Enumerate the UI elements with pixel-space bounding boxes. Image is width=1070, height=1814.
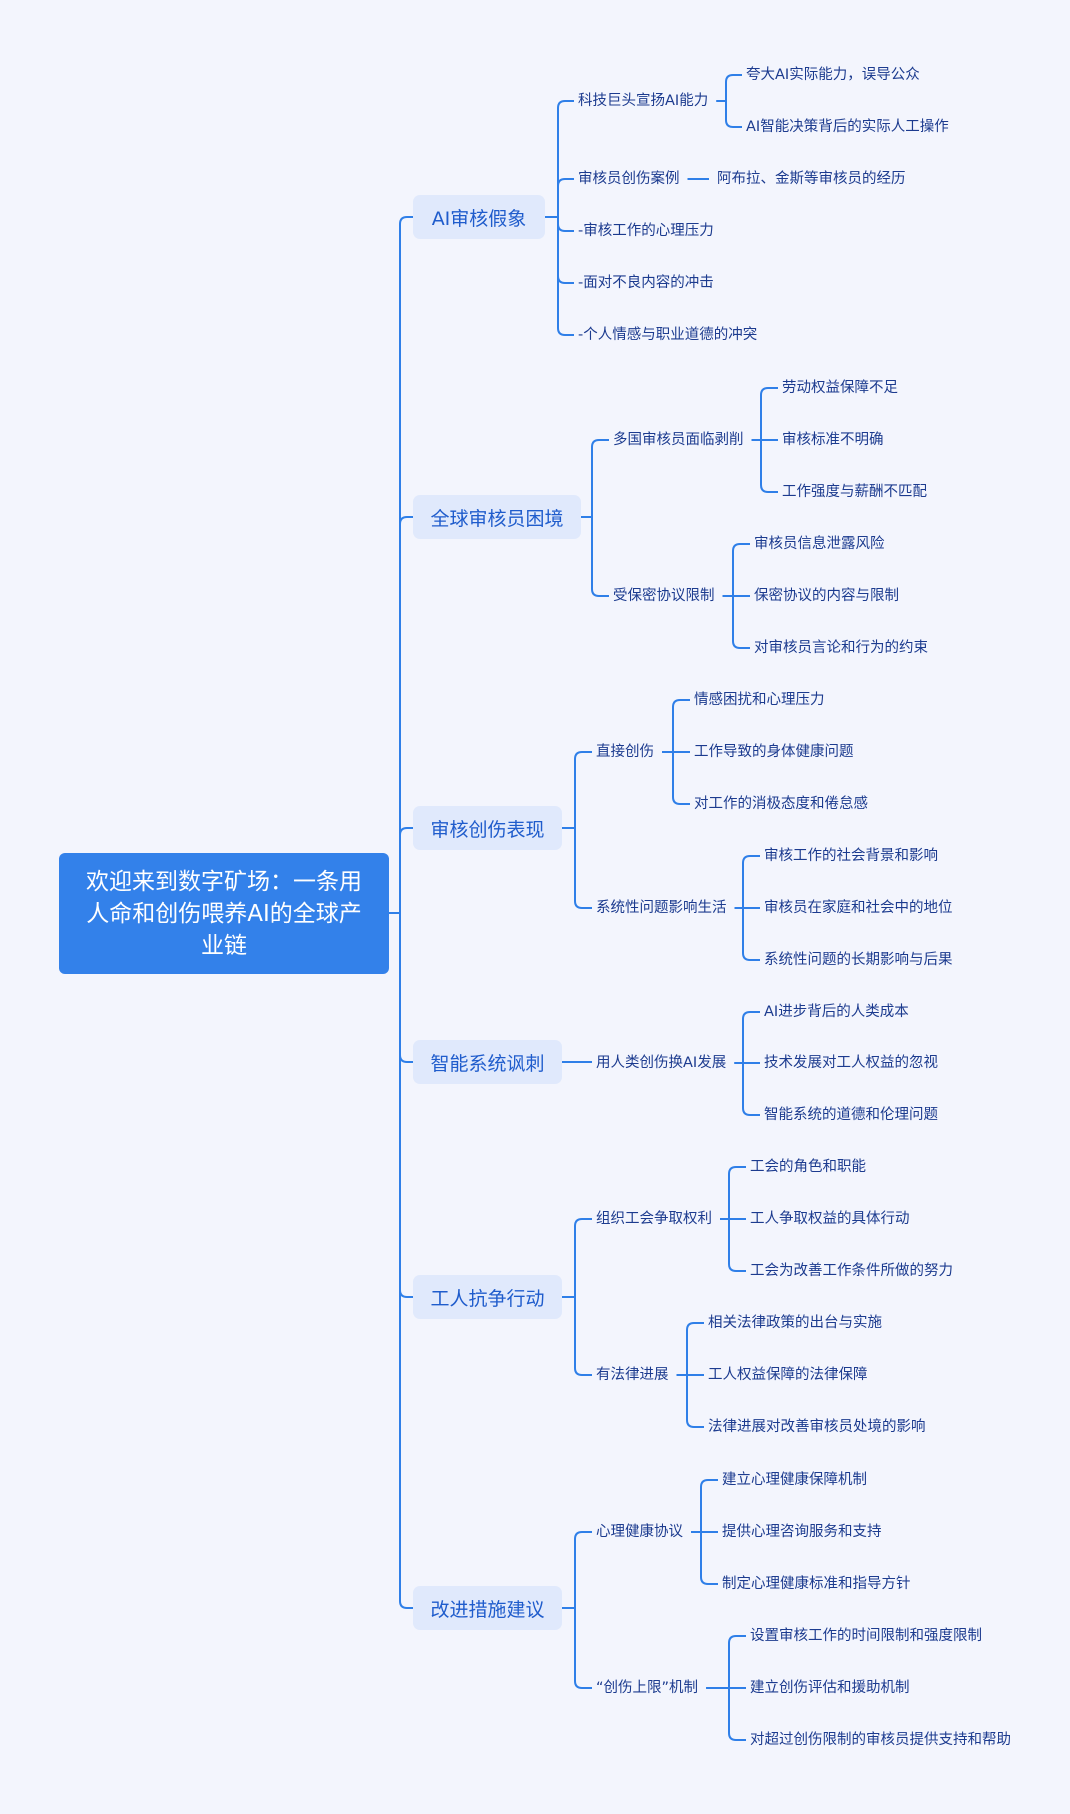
branch-topic[interactable]: 工人抗争行动	[413, 1275, 562, 1319]
leaf-topic[interactable]: 工作强度与薪酬不匹配	[782, 484, 927, 500]
subtopic[interactable]: 有法律进展	[596, 1367, 669, 1383]
leaf-topic[interactable]: 制定心理健康标准和指导方针	[722, 1576, 911, 1592]
branch-topic[interactable]: 智能系统讽刺	[413, 1040, 562, 1084]
leaf-topic[interactable]: AI智能决策背后的实际人工操作	[746, 119, 949, 135]
connector	[574, 1531, 592, 1608]
connector	[742, 855, 760, 908]
connector	[760, 440, 778, 493]
leaf-topic[interactable]: 设置审核工作的时间限制和强度限制	[750, 1628, 982, 1644]
subtopic[interactable]: 系统性问题影响生活	[596, 900, 727, 916]
leaf-topic[interactable]: 保密协议的内容与限制	[754, 588, 899, 604]
leaf-topic[interactable]: AI进步背后的人类成本	[764, 1004, 909, 1020]
leaf-topic[interactable]: 劳动权益保障不足	[782, 380, 898, 396]
subtopic[interactable]: 心理健康协议	[596, 1524, 683, 1540]
connector	[725, 74, 742, 101]
connector	[574, 1218, 592, 1297]
branch-topic[interactable]: AI审核假象	[413, 195, 545, 239]
leaf-topic[interactable]: 夸大AI实际能力，误导公众	[746, 67, 920, 83]
leaf-topic[interactable]: 技术发展对工人权益的忽视	[764, 1055, 938, 1071]
connector	[700, 1479, 718, 1532]
connector	[574, 751, 592, 828]
connector	[686, 1375, 704, 1428]
connector	[725, 101, 742, 128]
connector	[399, 913, 413, 1298]
subtopic[interactable]: -审核工作的心理压力	[578, 223, 714, 239]
leaf-topic[interactable]: 情感困扰和心理压力	[694, 692, 825, 708]
subtopic[interactable]: 审核员创伤案例	[578, 171, 680, 187]
leaf-topic[interactable]: 工作导致的身体健康问题	[694, 744, 854, 760]
root-topic[interactable]: 欢迎来到数字矿场：一条用人命和创伤喂养AI的全球产业链	[59, 853, 389, 974]
subtopic[interactable]: -个人情感与职业道德的冲突	[578, 327, 758, 343]
connector	[760, 387, 778, 440]
leaf-topic[interactable]: 提供心理咨询服务和支持	[722, 1524, 882, 1540]
connector	[742, 1011, 760, 1063]
leaf-topic[interactable]: 系统性问题的长期影响与后果	[764, 952, 953, 968]
subtopic[interactable]: 直接创伤	[596, 744, 654, 760]
leaf-topic[interactable]: 审核员在家庭和社会中的地位	[764, 900, 953, 916]
leaf-topic[interactable]: 阿布拉、金斯等审核员的经历	[717, 171, 906, 187]
connector	[742, 1063, 760, 1116]
branch-topic[interactable]: 改进措施建议	[413, 1586, 562, 1630]
connector	[574, 1297, 592, 1376]
leaf-topic[interactable]: 工人权益保障的法律保障	[708, 1367, 868, 1383]
leaf-topic[interactable]: 审核工作的社会背景和影响	[764, 848, 938, 864]
connector	[672, 752, 690, 805]
leaf-topic[interactable]: 对超过创伤限制的审核员提供支持和帮助	[750, 1732, 1011, 1748]
connector	[728, 1688, 746, 1741]
connector	[732, 543, 750, 596]
connector	[399, 827, 413, 913]
leaf-topic[interactable]: 智能系统的道德和伦理问题	[764, 1107, 938, 1123]
connector	[557, 217, 574, 232]
connector	[591, 439, 609, 517]
connector	[732, 596, 750, 649]
subtopic[interactable]: 科技巨头宣扬AI能力	[578, 93, 709, 109]
connector	[399, 913, 413, 1063]
branch-topic[interactable]: 审核创伤表现	[413, 806, 562, 850]
branch-topic[interactable]: 全球审核员困境	[413, 495, 581, 539]
subtopic[interactable]: 受保密协议限制	[613, 588, 715, 604]
subtopic[interactable]: 组织工会争取权利	[596, 1211, 712, 1227]
connector	[591, 517, 609, 597]
connector	[557, 217, 574, 336]
leaf-topic[interactable]: 工会的角色和职能	[750, 1159, 866, 1175]
connector	[557, 178, 574, 217]
connector	[700, 1532, 718, 1585]
connector	[574, 828, 592, 909]
leaf-topic[interactable]: 审核员信息泄露风险	[754, 536, 885, 552]
connector	[399, 216, 413, 913]
leaf-topic[interactable]: 工会为改善工作条件所做的努力	[750, 1263, 953, 1279]
subtopic[interactable]: 用人类创伤换AI发展	[596, 1055, 727, 1071]
connector	[557, 100, 574, 217]
connector	[557, 217, 574, 284]
connector	[728, 1635, 746, 1688]
subtopic[interactable]: -面对不良内容的冲击	[578, 275, 714, 291]
connector	[399, 516, 413, 913]
leaf-topic[interactable]: 对审核员言论和行为的约束	[754, 640, 928, 656]
connector	[686, 1322, 704, 1375]
connector	[742, 908, 760, 961]
leaf-topic[interactable]: 建立心理健康保障机制	[722, 1472, 867, 1488]
connector	[399, 913, 413, 1609]
leaf-topic[interactable]: 建立创伤评估和援助机制	[750, 1680, 910, 1696]
leaf-topic[interactable]: 审核标准不明确	[782, 432, 884, 448]
connector	[672, 699, 690, 752]
connector	[728, 1219, 746, 1272]
leaf-topic[interactable]: 相关法律政策的出台与实施	[708, 1315, 882, 1331]
leaf-topic[interactable]: 对工作的消极态度和倦怠感	[694, 796, 868, 812]
subtopic[interactable]: 多国审核员面临剥削	[613, 432, 744, 448]
subtopic[interactable]: “创伤上限”机制	[596, 1680, 699, 1696]
leaf-topic[interactable]: 法律进展对改善审核员处境的影响	[708, 1419, 926, 1435]
connector	[728, 1166, 746, 1219]
connector	[574, 1608, 592, 1689]
leaf-topic[interactable]: 工人争取权益的具体行动	[750, 1211, 910, 1227]
